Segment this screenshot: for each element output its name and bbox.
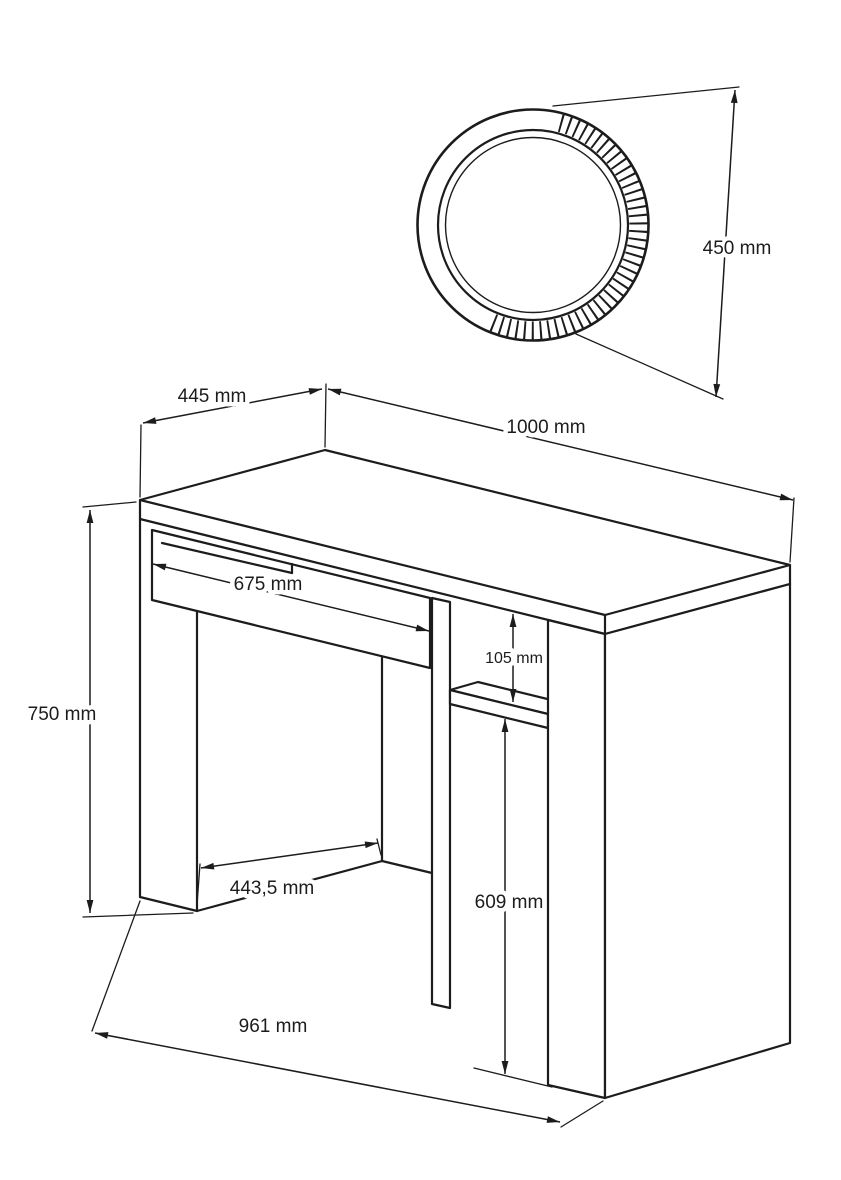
dimension-base-961: 961 mm <box>91 900 604 1128</box>
extension-line <box>552 86 740 107</box>
center-divider-panel <box>430 596 452 1010</box>
round-mirror <box>416 108 650 342</box>
back-floor-edge <box>380 859 434 875</box>
extension-line <box>324 383 327 448</box>
right-panel-front-face <box>546 618 607 1100</box>
dim-label-niche-to-floor: 609 mm <box>475 892 544 913</box>
dim-label-mirror-diameter: 450 mm <box>703 238 772 259</box>
dimension-line <box>200 841 379 870</box>
left-panel-bottom-thickness-edge <box>138 895 199 913</box>
dim-label-niche-height: 105 mm <box>485 650 543 667</box>
extension-line <box>82 501 137 508</box>
dim-label-base-width: 961 mm <box>239 1016 308 1037</box>
extension-line <box>91 900 141 1032</box>
mirror-frame-inner-edge <box>436 128 630 322</box>
dimension-line <box>327 388 794 501</box>
dimension-height-750: 750 mm <box>23 501 194 918</box>
dimension-depth-445: 445 mm <box>139 382 327 498</box>
dressing-table <box>138 448 792 1100</box>
extension-line <box>560 1100 604 1128</box>
extension-line <box>789 497 795 563</box>
extension-line <box>139 424 142 498</box>
dim-label-panel-floor-depth: 443,5 mm <box>230 878 314 899</box>
mirror-frame-hatching <box>484 113 649 341</box>
extension-line <box>376 838 382 856</box>
extension-line <box>82 912 194 918</box>
dimension-niche-floor-609: 609 mm <box>470 719 553 1088</box>
extension-line <box>196 863 201 906</box>
dim-label-width: 1000 mm <box>506 417 585 438</box>
mirror-glass-edge <box>444 136 622 314</box>
dimension-line <box>94 1032 561 1123</box>
dimension-width-1000: 1000 mm <box>327 388 795 563</box>
dim-label-drawer-width: 675 mm <box>234 574 303 595</box>
dimension-line <box>142 388 323 424</box>
extension-line <box>575 333 724 400</box>
dim-label-depth: 445 mm <box>178 386 247 407</box>
dimension-line <box>152 563 430 632</box>
dimension-line <box>713 89 738 398</box>
dim-label-height: 750 mm <box>28 704 97 725</box>
dimension-panel-443: 443,5 mm <box>196 838 382 906</box>
extension-line <box>473 1067 553 1088</box>
dimension-mirror-450: 450 mm <box>552 86 776 400</box>
dimension-drawer-675: 675 mm <box>152 563 430 632</box>
right-panel-outer-face <box>603 582 792 1100</box>
mirror-outer-ring <box>416 108 650 342</box>
